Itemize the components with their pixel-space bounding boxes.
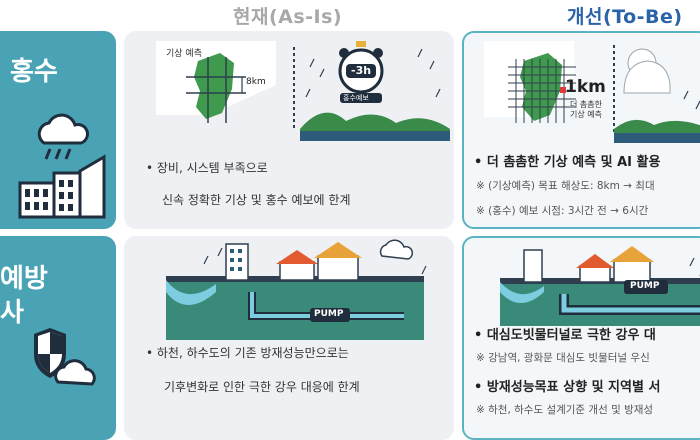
prevention-category-label-1: 예방 [0, 264, 48, 294]
to-be-prevention-sub-1: ※ 강남역, 광화문 대심도 빗물터널 우신 [476, 352, 650, 364]
as-is-flood-line-1: • 장비, 시스템 부족으로 [146, 161, 268, 175]
pump-label: PUMP [314, 309, 344, 319]
dense-grid-sub-1: 더 촘촘한 [570, 100, 602, 109]
to-be-prevention-heading-2: • 방재성능목표 상향 및 지역별 서 [474, 380, 661, 395]
deep-tunnel-illustration [500, 246, 700, 326]
to-be-flood-sub-1: ※ (기상예측) 목표 해상도: 8km → 최대 [476, 180, 655, 192]
forecast-map-illustration [156, 41, 450, 141]
clock-sub-label: 홍수예보 [343, 94, 369, 102]
map-label: 기상 예측 [166, 49, 202, 59]
flood-category-tab: 홍수 [0, 31, 116, 229]
drainage-illustration [166, 239, 427, 340]
to-be-flood-sub-2: ※ (홍수) 예보 시점: 3시간 전 → 6시간 [476, 205, 649, 217]
as-is-column-title: 현재(As-Is) [233, 6, 343, 28]
clock-time-label: -3h [351, 64, 372, 77]
as-is-prevention-panel: PUMP • 하천, 하수도의 기존 방재성능만으로는 기후변화로 인한 극한 … [124, 236, 454, 440]
dense-grid-label: 1km [565, 77, 606, 97]
dense-forecast-map-illustration [484, 41, 700, 143]
as-is-flood-line-2: 신속 정확한 기상 및 홍수 예보에 한계 [162, 193, 351, 207]
grid-size-label: 8km [246, 77, 266, 87]
as-is-prevention-line-1: • 하천, 하수도의 기존 방재성능만으로는 [146, 346, 349, 360]
to-be-prevention-sub-2: ※ 하천, 하수도 설계기준 개선 및 방재성 [476, 404, 654, 416]
as-is-flood-panel: 기상 예측 8km -3h 홍수예보 • 장비, 시스템 부족으로 신속 정확한… [124, 31, 454, 229]
dense-grid-sub-2: 기상 예측 [570, 110, 602, 119]
shield-cloud-icon [34, 328, 96, 386]
flood-category-label: 홍수 [10, 57, 58, 87]
to-be-prevention-panel: PUMP • 대심도빗물터널로 극한 강우 대 ※ 강남역, 광화문 대심도 빗… [462, 236, 700, 440]
rain-cloud-buildings-icon [18, 113, 106, 219]
to-be-prevention-heading-1: • 대심도빗물터널로 극한 강우 대 [474, 328, 656, 343]
to-be-flood-heading: • 더 촘촘한 기상 예측 및 AI 활용 [474, 155, 661, 170]
to-be-flood-panel: 1km 더 촘촘한 기상 예측 • 더 촘촘한 기상 예측 및 AI 활용 ※ … [462, 31, 700, 229]
to-be-column-title: 개선(To-Be) [567, 6, 683, 28]
pump-label-to-be: PUMP [630, 281, 660, 291]
prevention-category-label-2: 사 [0, 298, 24, 328]
prevention-category-tab: 예방 사 [0, 236, 116, 440]
as-is-prevention-line-2: 기후변화로 인한 극한 강우 대응에 한계 [164, 380, 360, 394]
